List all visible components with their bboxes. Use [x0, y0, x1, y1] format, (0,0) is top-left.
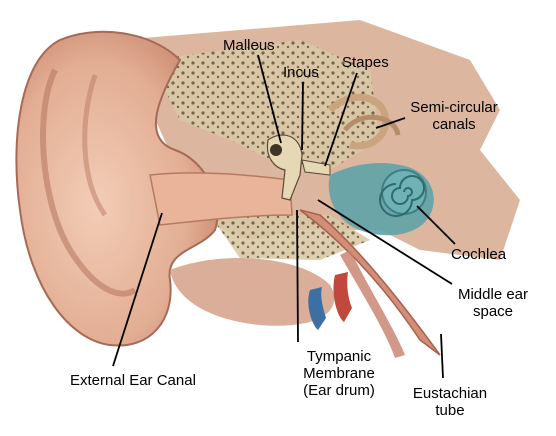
- label-middle-ear-line2: space: [446, 303, 540, 320]
- label-stapes: Stapes: [342, 54, 389, 71]
- label-semicircular-line2: canals: [400, 116, 508, 133]
- label-eustachian-tube: Eustachian tube: [403, 385, 497, 419]
- label-middle-ear-line1: Middle ear: [446, 286, 540, 303]
- label-eustachian-line2: tube: [403, 402, 497, 419]
- label-tympanic-line1: Tympanic: [290, 348, 388, 365]
- label-incus: Incus: [283, 64, 319, 81]
- label-tympanic-line2: Membrane: [290, 365, 388, 382]
- label-malleus: Malleus: [223, 37, 275, 54]
- label-semicircular-line1: Semi-circular: [400, 99, 508, 116]
- label-external-ear-canal: External Ear Canal: [70, 372, 196, 389]
- artery: [333, 272, 352, 322]
- leader-incus: [302, 82, 303, 150]
- label-cochlea: Cochlea: [451, 246, 506, 263]
- label-tympanic-membrane: Tympanic Membrane (Ear drum): [290, 348, 388, 399]
- label-semicircular-canals: Semi-circular canals: [400, 99, 508, 133]
- label-eustachian-line1: Eustachian: [403, 385, 497, 402]
- leader-eustachian: [441, 334, 443, 378]
- label-tympanic-line3: (Ear drum): [290, 382, 388, 399]
- label-middle-ear-space: Middle ear space: [446, 286, 540, 320]
- leader-tympanic: [297, 210, 298, 342]
